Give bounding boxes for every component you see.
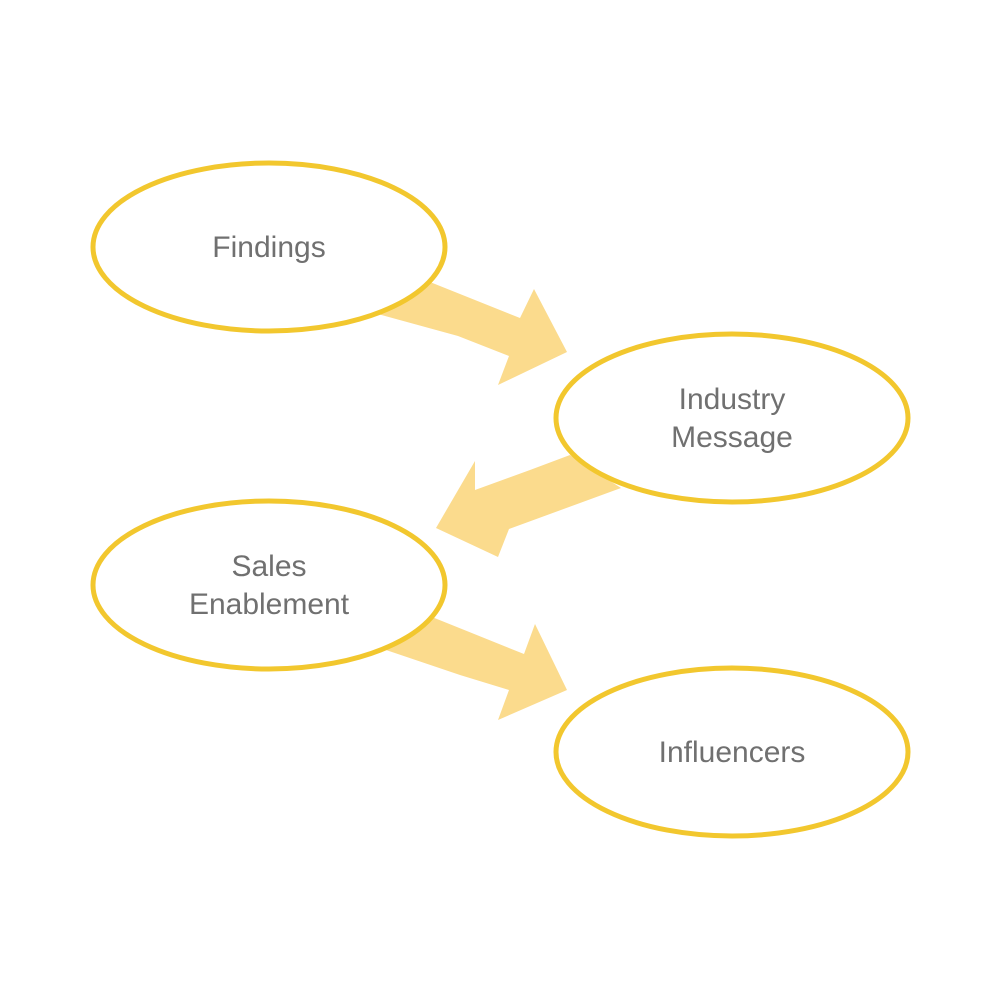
- arrow-industry-message-to-sales-enablement: [436, 455, 621, 557]
- arrows-layer: [378, 282, 621, 720]
- node-ellipse-influencers: [553, 665, 911, 839]
- node-label-sales-enablement-line-1: Sales: [231, 550, 306, 583]
- nodes-layer: FindingsIndustryMessageSalesEnablementIn…: [90, 160, 911, 839]
- node-ellipse-findings: [90, 160, 448, 334]
- node-label-sales-enablement-line-2: Enablement: [189, 588, 350, 621]
- node-label-findings: Findings: [212, 231, 325, 264]
- node-ellipse-industry-message: [553, 331, 911, 505]
- node-label-industry-message-line-2: Message: [671, 421, 793, 454]
- node-influencers: Influencers: [553, 665, 911, 839]
- node-label-influencers: Influencers: [659, 736, 806, 769]
- arrow-findings-to-industry-message: [378, 282, 567, 385]
- node-label-industry-message-line-1: Industry: [679, 383, 786, 416]
- node-findings: Findings: [90, 160, 448, 334]
- arrow-sales-enablement-to-influencers: [386, 617, 567, 720]
- node-ellipse-sales-enablement: [90, 498, 448, 672]
